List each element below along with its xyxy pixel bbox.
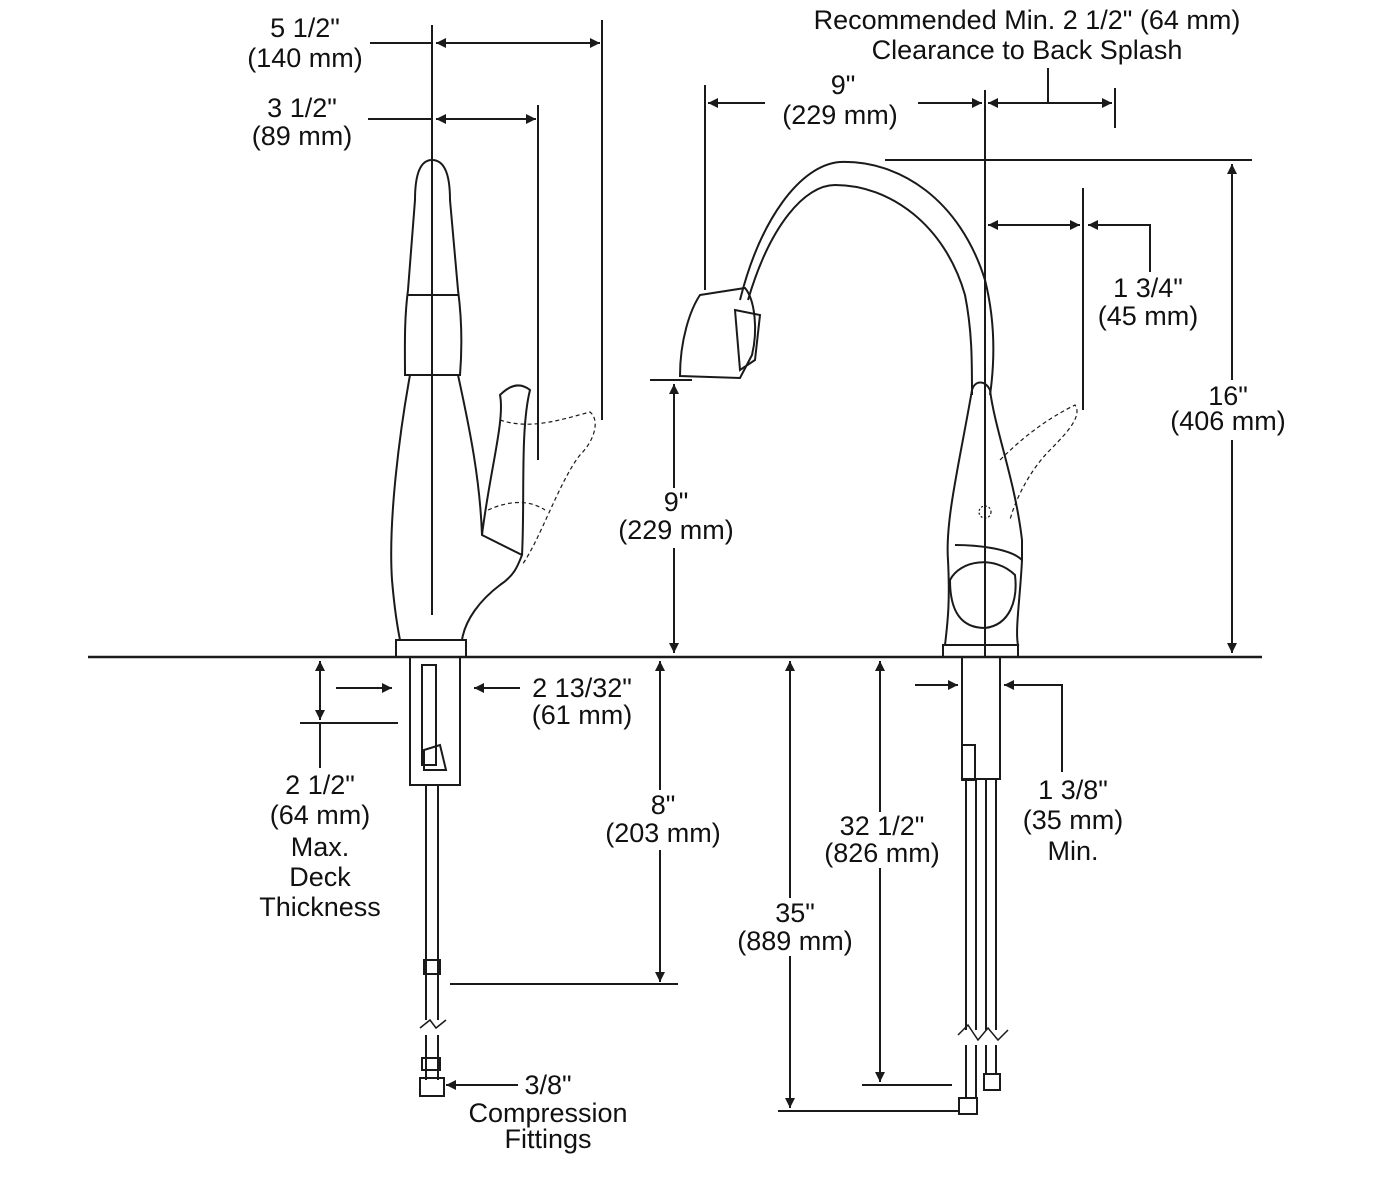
handle-reach-mm: (89 mm) [251,121,353,151]
fitting-fittings: Fittings [504,1124,592,1154]
handle-swing-inches: 1 3/4" [1113,273,1183,303]
deck-thickness-inches: 2 1/2" [285,770,355,800]
supply-length-mm: (889 mm) [737,926,853,956]
faucet-side-view [390,158,596,1097]
hole-size-min: Min. [1047,836,1099,866]
height-inches: 16" [1208,381,1248,411]
handle-reach-inches: 3 1/2" [267,93,337,123]
deck-thickness-mm: (64 mm) [269,800,371,830]
handle-swing-mm: (45 mm) [1097,301,1199,331]
height-mm: (406 mm) [1170,406,1286,436]
faucet-front-view [678,160,1078,1115]
overall-reach-inches: 5 1/2" [270,13,340,43]
fitting-compression: Compression [468,1098,628,1128]
spout-reach-mm: (229 mm) [782,100,898,130]
overall-reach-mm: (140 mm) [247,43,363,73]
deck-thickness-word: Thickness [259,892,381,922]
hose-length-inches: 32 1/2" [839,811,925,841]
shank-length-inches: 8" [650,790,676,820]
base-diameter-inches: 2 13/32" [532,673,632,703]
deck-word: Deck [289,862,351,892]
deck-max: Max. [290,832,350,862]
base-diameter-mm: (61 mm) [531,700,633,730]
fitting-size: 3/8" [524,1070,572,1100]
shank-length-mm: (203 mm) [605,818,721,848]
supply-length-inches: 35" [775,898,815,928]
spout-height-inches: 9" [663,487,689,517]
hole-size-inches: 1 3/8" [1038,775,1108,805]
backsplash-note-line1: Recommended Min. 2 1/2" (64 mm) [813,5,1241,35]
spout-height-mm: (229 mm) [618,515,734,545]
hose-length-mm: (826 mm) [824,838,940,868]
spout-reach-inches: 9" [830,70,856,100]
backsplash-note-line2: Clearance to Back Splash [871,35,1183,65]
hole-size-mm: (35 mm) [1022,805,1124,835]
dimension-lines [300,20,1252,1112]
